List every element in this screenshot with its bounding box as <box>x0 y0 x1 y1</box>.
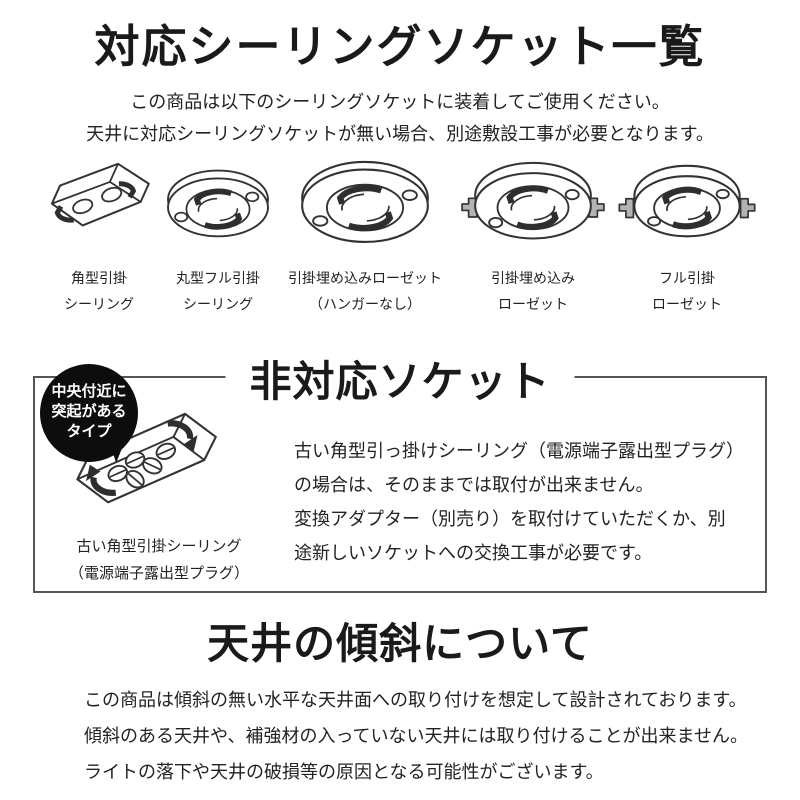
old-socket-label: 古い角型引掛シーリング （電源端子露出型プラグ） <box>68 538 249 582</box>
embedded-rosette-icon <box>461 161 605 240</box>
incompatible-section-title: 非対応ソケット <box>225 348 575 409</box>
slope-section-body: この商品は傾斜の無い水平な天井面への取り付けを想定して設計されております。 傾斜… <box>84 690 749 782</box>
compatible-sockets-row: 角型引掛 シーリング 丸型フル引掛 <box>38 160 762 317</box>
socket-item-embedded-rosette: 引掛埋め込み ローゼット <box>455 160 611 317</box>
socket-label: 丸型フル引掛 シーリング <box>176 270 260 312</box>
old-square-ceiling-exposed-terminals-icon <box>76 412 217 504</box>
protrusion-type-badge: 中央付近に 突起がある タイプ <box>40 364 138 462</box>
socket-label: 引掛埋め込み ローゼット <box>491 270 575 312</box>
full-hook-rosette-icon <box>618 164 756 238</box>
socket-label: 引掛埋め込みローゼット （ハンガーなし） <box>288 270 442 312</box>
socket-label: 角型引掛 シーリング <box>64 270 134 312</box>
socket-item-embedded-rosette-no-hanger: 引掛埋め込みローゼット （ハンガーなし） <box>276 160 454 317</box>
embedded-rosette-no-hanger-icon <box>301 160 429 243</box>
compatible-section-title: 対応シーリングソケット一覧 <box>94 21 706 72</box>
compatible-section-subtitle: この商品は以下のシーリングソケットに装着してご使用ください。 天井に対応シーリン… <box>0 86 800 150</box>
socket-item-round-full-hook: 丸型フル引掛 シーリング <box>161 160 275 317</box>
subtitle-line: 天井に対応シーリングソケットが無い場合、別途敷設工事が必要となります。 <box>86 124 714 144</box>
subtitle-line: この商品は以下のシーリングソケットに装着してご使用ください。 <box>130 92 670 112</box>
socket-item-full-hook-rosette: フル引掛 ローゼット <box>612 160 762 317</box>
socket-item-square-hook: 角型引掛 シーリング <box>38 160 160 317</box>
incompatible-section-body: 古い角型引っ掛けシーリング（電源端子露出型プラグ） の場合は、そのままでは取付が… <box>294 441 744 563</box>
round-full-hook-ceiling-icon <box>167 169 269 238</box>
square-hook-ceiling-icon <box>50 162 150 227</box>
socket-label: フル引掛 ローゼット <box>652 270 722 312</box>
slope-section-title: 天井の傾斜について <box>207 620 593 667</box>
